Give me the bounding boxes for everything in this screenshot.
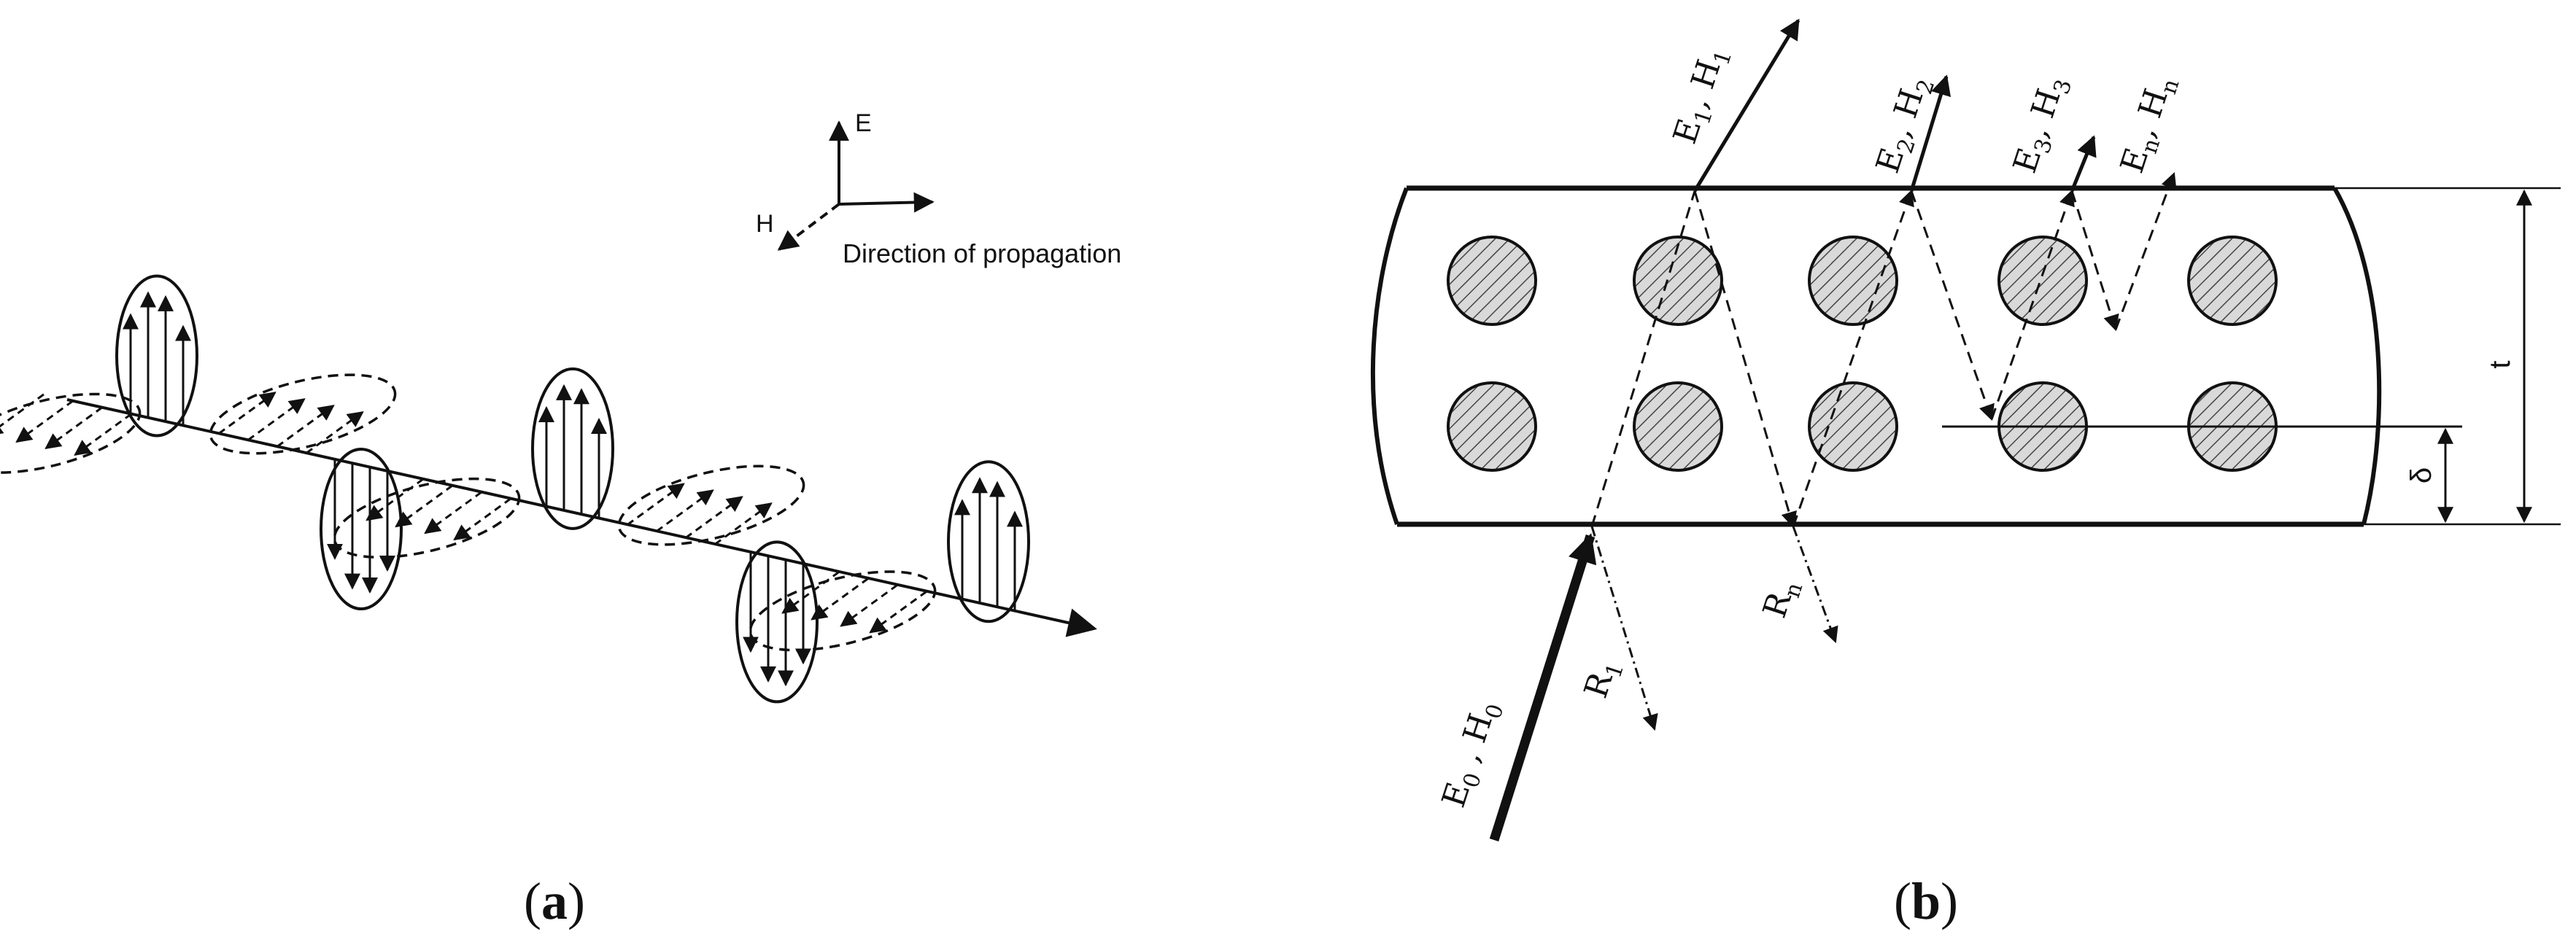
transmitted-e1h1-arrow (1693, 18, 1801, 192)
thickness-dimension (2335, 187, 2561, 526)
slab-left-edge (1370, 187, 1409, 525)
h-field-vector (685, 496, 743, 539)
axis-label-e: E (855, 109, 872, 137)
axis-legend: E H Direction of propagation (756, 109, 1121, 268)
e-field-lobe (947, 460, 1030, 623)
particle (1808, 381, 1898, 472)
path-segment (1990, 189, 2075, 420)
h-field-vector (627, 483, 685, 526)
slab-right-edge (2332, 187, 2382, 525)
label-t: t (2484, 360, 2516, 368)
caption-a-letter: a (541, 872, 568, 930)
label-r1: R1 (1577, 655, 1629, 704)
caption-b: (b) (1894, 872, 1958, 930)
h-field-lobe (749, 570, 937, 652)
h-field-lobe (333, 477, 521, 559)
h-field-vector (15, 400, 74, 443)
panel-b: t δ E0 , H0 E1, H1 E2, H2 E3, H3 En, Hn … (1370, 18, 2561, 930)
label-delta: δ (2405, 467, 2437, 483)
particle (1808, 236, 1898, 326)
label-en-hn: En, Hn (2113, 71, 2185, 179)
filler-particles (1447, 236, 2278, 472)
particle (1633, 381, 1723, 472)
particle (1447, 236, 1537, 326)
transmitted-e2h2-arrow (1909, 74, 1952, 192)
h-field-vector (840, 584, 898, 627)
h-field-vector (424, 491, 482, 534)
h-field-vector (0, 393, 45, 437)
particle (1447, 381, 1537, 472)
skin-depth-dimension (1942, 425, 2462, 524)
h-field-vector (276, 405, 335, 448)
label-e0-h0: E0 , H0 (1435, 696, 1509, 813)
caption-a: (a) (524, 872, 585, 930)
label-e1-h1: E1, H1 (1666, 42, 1737, 150)
path-segment (1693, 190, 1797, 529)
label-e3-h3: E3, H3 (2006, 71, 2077, 179)
panel-a: E H Direction of propagation (a) (0, 109, 1121, 930)
h-field-vector (656, 489, 714, 532)
path-segment (2070, 190, 2119, 332)
h-field-vector (45, 406, 103, 450)
em-wave (0, 274, 1030, 704)
path-segment (1792, 189, 1914, 527)
h-field-vector (218, 392, 276, 435)
particle (1997, 236, 2088, 326)
e-field-lobe (320, 448, 403, 611)
path-segment (1590, 190, 1696, 527)
axis-label-h: H (756, 210, 774, 238)
label-e2-h2: E2, H2 (1869, 71, 1940, 179)
internal-reflection-paths (1590, 171, 2177, 529)
label-rn: Rn (1756, 575, 1808, 624)
particle (2187, 236, 2278, 326)
incident-wave-arrow (1489, 533, 1597, 841)
path-segment (2114, 171, 2177, 330)
direction-of-propagation-label: Direction of propagation (843, 238, 1121, 268)
e-field-lobe (531, 367, 614, 530)
h-field-vector (395, 484, 453, 528)
path-segment (1910, 190, 1995, 421)
h-field-vector (306, 411, 364, 454)
h-axis-arrow (777, 203, 840, 251)
h-field-lobe (0, 392, 142, 474)
h-field-vector (811, 578, 869, 621)
h-field-lobe (617, 464, 805, 546)
e-field-lobe (115, 274, 198, 438)
composite-slab (1370, 185, 2382, 527)
h-field-vector (714, 502, 773, 545)
propagation-axis-arrow (838, 192, 935, 213)
particle (1633, 236, 1723, 326)
reflected-rn-arrow (1792, 526, 1838, 644)
h-field-vector (247, 398, 306, 441)
e-field-lobe (735, 540, 819, 704)
h-field-lobe (209, 373, 397, 455)
caption-b-letter: b (1911, 872, 1941, 930)
reflected-r1-arrow (1590, 526, 1658, 731)
transmitted-e3h3-arrow (2070, 135, 2097, 192)
